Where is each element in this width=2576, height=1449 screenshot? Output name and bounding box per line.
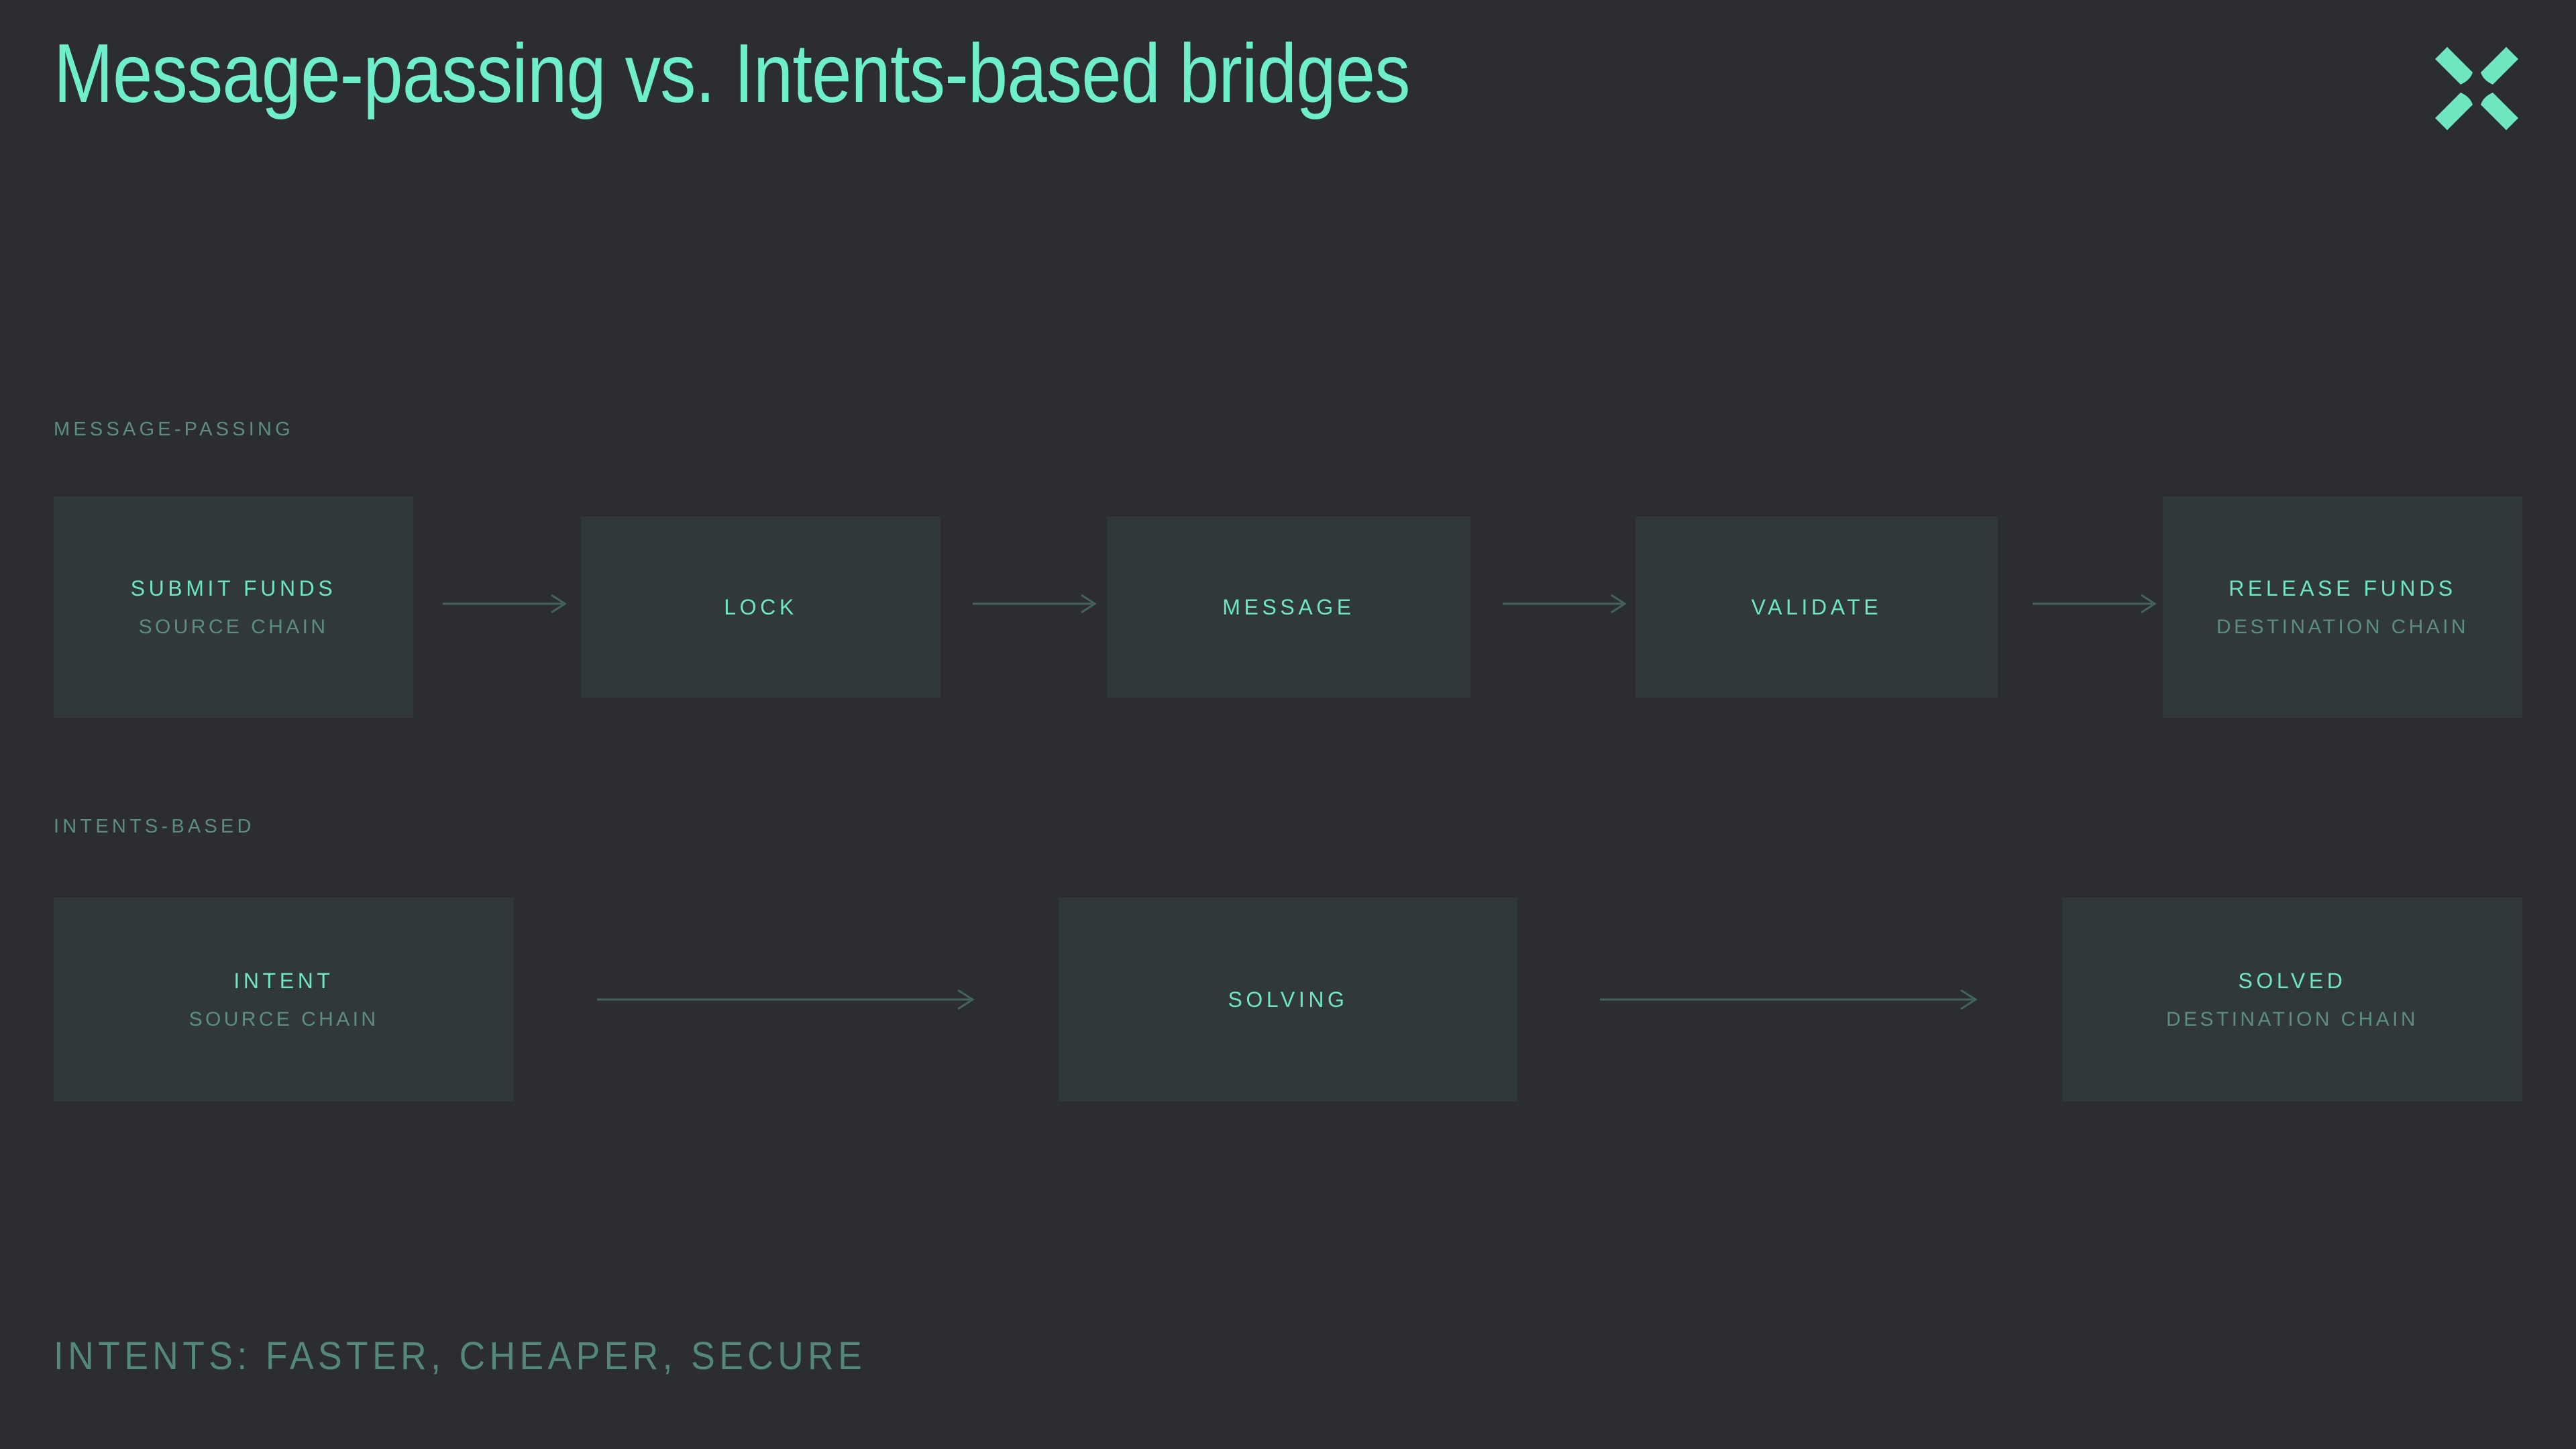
node-subtitle: SOURCE CHAIN bbox=[189, 1008, 379, 1030]
node-title: LOCK bbox=[724, 594, 798, 619]
connector-arrow-long-2 bbox=[1600, 986, 1982, 1013]
node-title: SOLVING bbox=[1228, 987, 1348, 1012]
node-title: MESSAGE bbox=[1222, 594, 1355, 619]
node-submit-funds[interactable]: SUBMIT FUNDS SOURCE CHAIN bbox=[54, 496, 413, 718]
node-subtitle: SOURCE CHAIN bbox=[138, 615, 329, 638]
footer-note: INTENTS: FASTER, CHEAPER, SECURE bbox=[54, 1334, 867, 1378]
node-validate[interactable]: VALIDATE bbox=[1635, 517, 1998, 698]
node-message[interactable]: MESSAGE bbox=[1107, 517, 1470, 698]
section-label-intents-based: INTENTS-BASED bbox=[54, 816, 255, 837]
connector-arrow-2 bbox=[973, 590, 1100, 617]
node-lock[interactable]: LOCK bbox=[581, 517, 941, 698]
node-solved[interactable]: SOLVED DESTINATION CHAIN bbox=[2062, 898, 2522, 1102]
section-label-message-passing: MESSAGE-PASSING bbox=[54, 419, 294, 440]
x-mark-icon bbox=[2430, 42, 2524, 136]
node-intent[interactable]: INTENT SOURCE CHAIN bbox=[54, 898, 514, 1102]
node-subtitle: DESTINATION CHAIN bbox=[2166, 1008, 2418, 1030]
node-solving[interactable]: SOLVING bbox=[1059, 898, 1517, 1102]
page-title: Message-passing vs. Intents-based bridge… bbox=[54, 28, 1410, 120]
node-release-funds[interactable]: RELEASE FUNDS DESTINATION CHAIN bbox=[2163, 496, 2522, 718]
node-title: SOLVED bbox=[2238, 968, 2347, 993]
connector-arrow-1 bbox=[443, 590, 570, 617]
node-title: RELEASE FUNDS bbox=[2229, 576, 2457, 600]
flow-message-passing: SUBMIT FUNDS SOURCE CHAIN LOCK MESSAGE V… bbox=[0, 490, 2576, 718]
flow-intents-based: INTENT SOURCE CHAIN SOLVING SOLVED DESTI… bbox=[0, 892, 2576, 1107]
node-title: INTENT bbox=[233, 968, 334, 993]
node-title: SUBMIT FUNDS bbox=[130, 576, 337, 600]
connector-arrow-4 bbox=[2033, 590, 2160, 617]
connector-arrow-long-1 bbox=[597, 986, 979, 1013]
page-header: Message-passing vs. Intents-based bridge… bbox=[0, 0, 2576, 188]
node-title: VALIDATE bbox=[1751, 594, 1882, 619]
node-subtitle: DESTINATION CHAIN bbox=[2216, 615, 2469, 638]
connector-arrow-3 bbox=[1503, 590, 1630, 617]
